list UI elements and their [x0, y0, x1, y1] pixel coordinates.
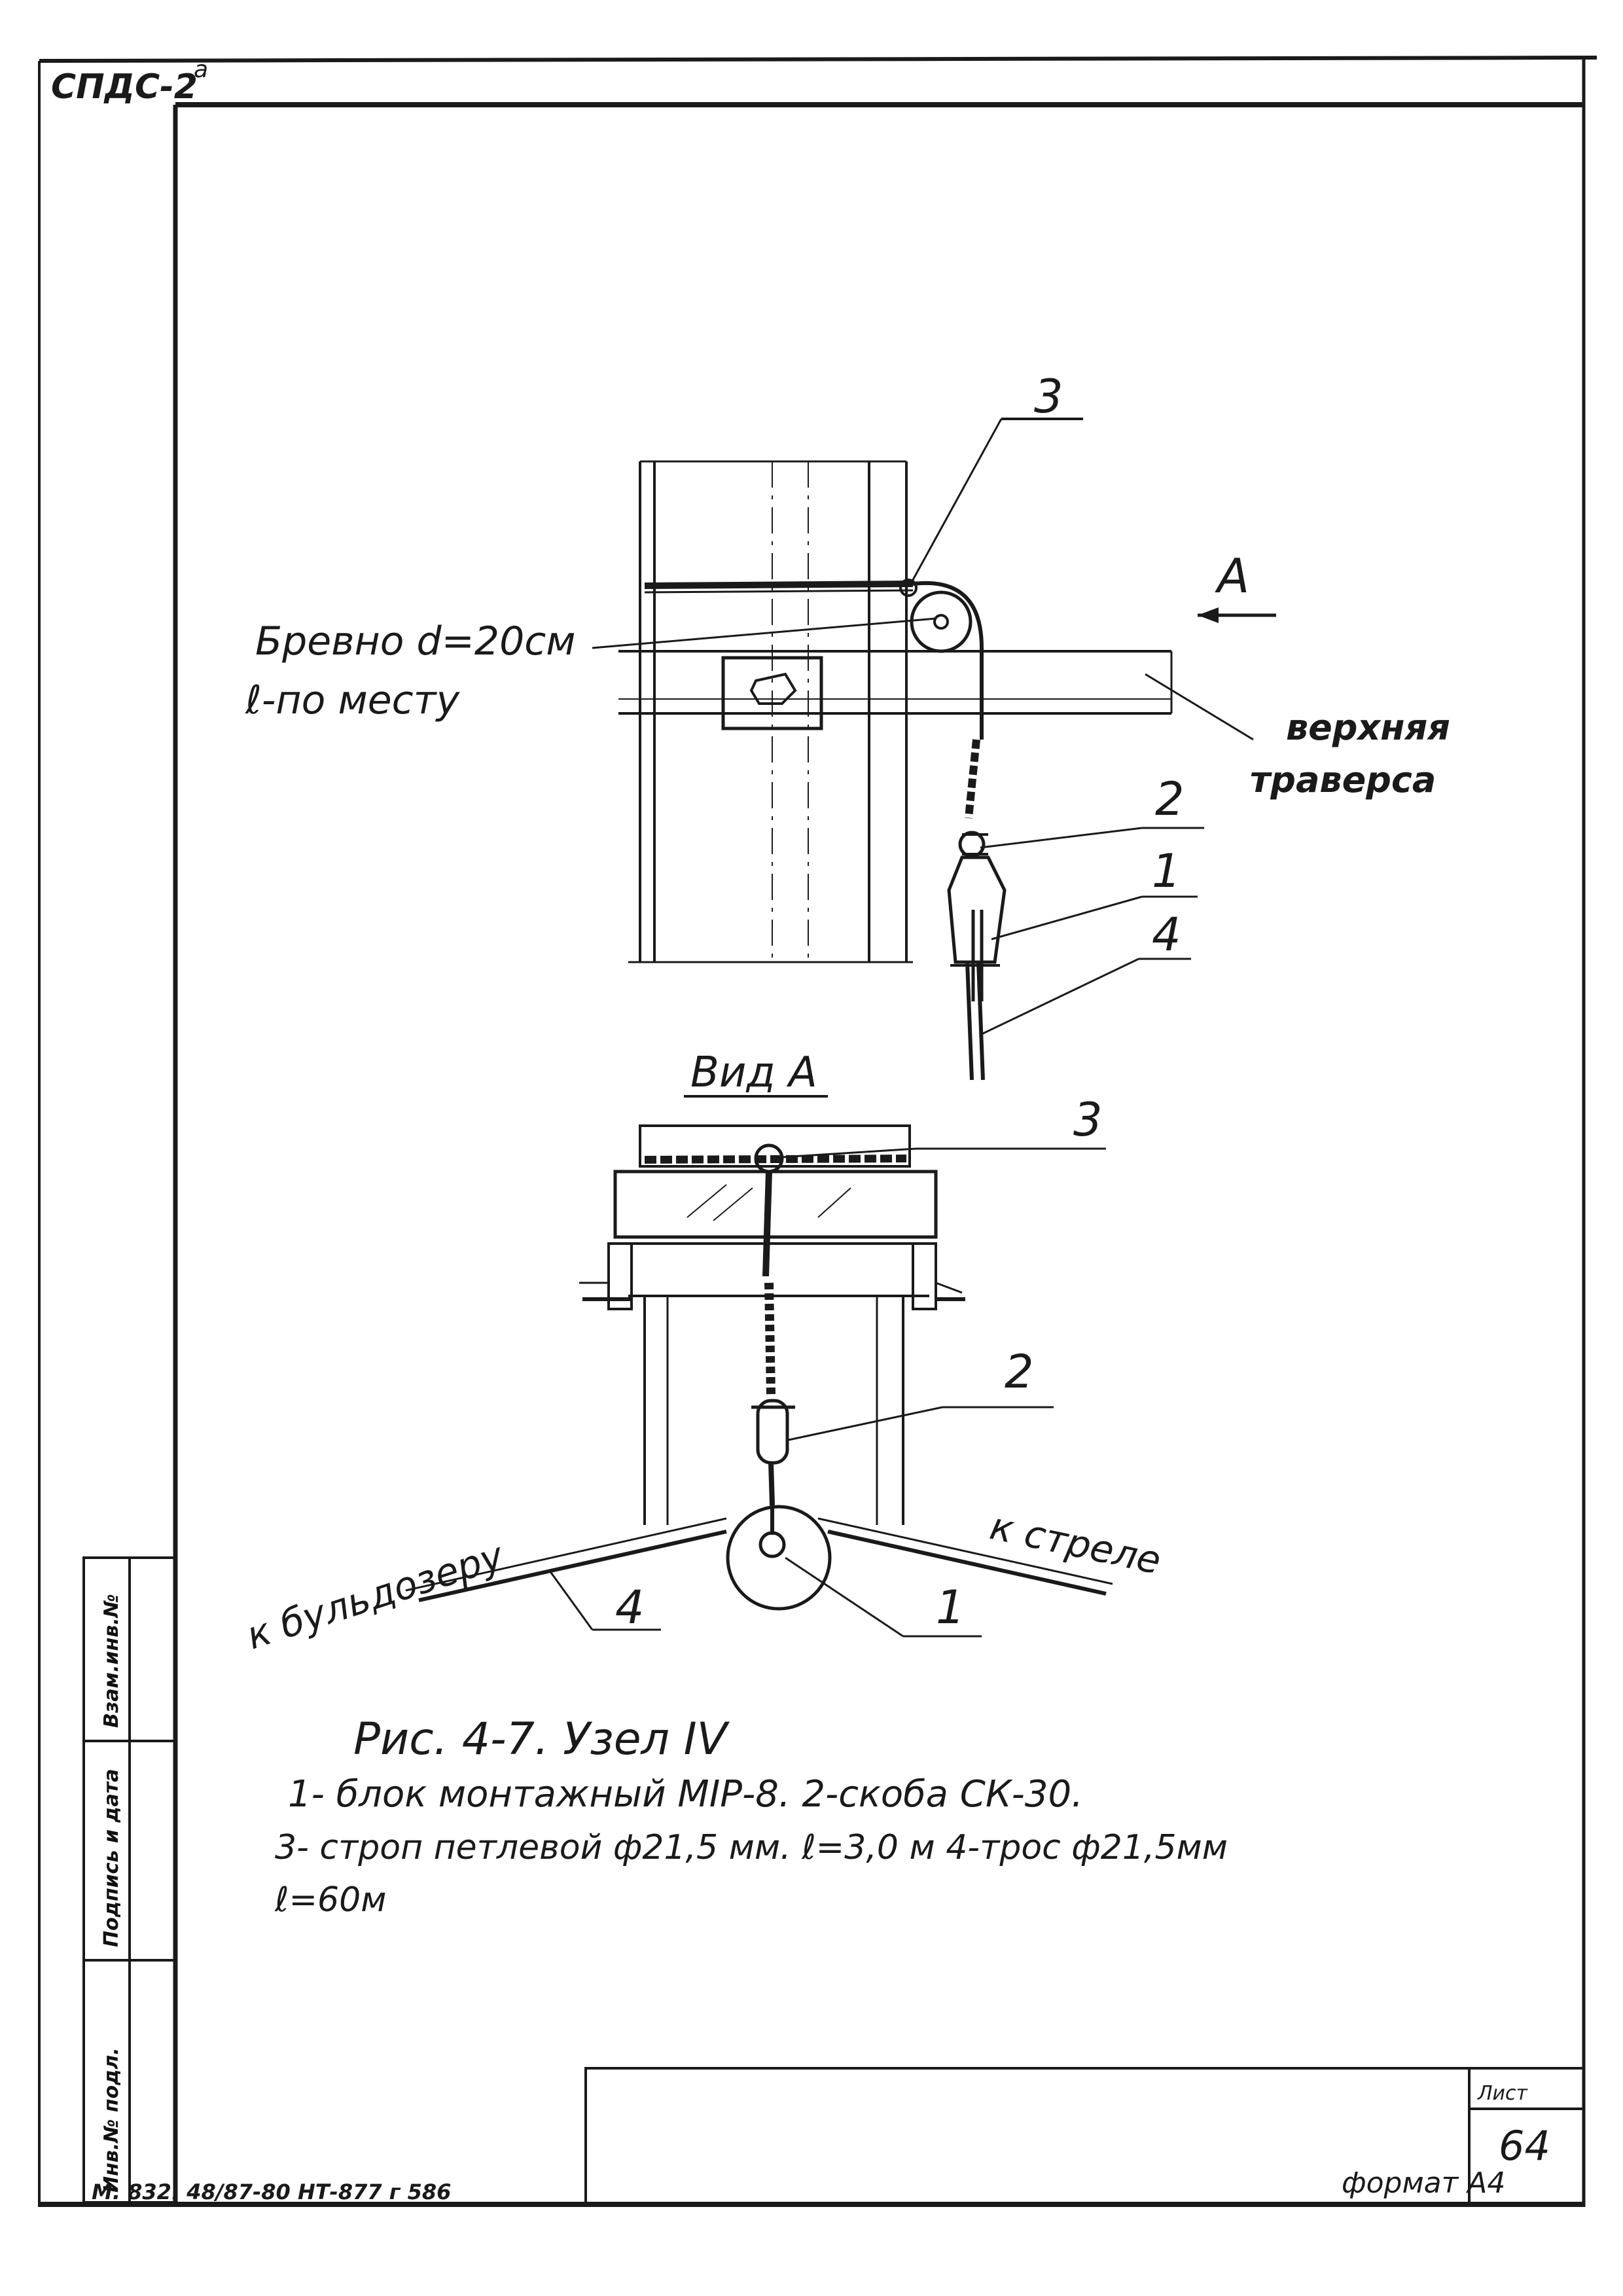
- view-a: [405, 1124, 1113, 1638]
- sheet-label: Лист: [1477, 2082, 1529, 2105]
- label-log: Бревно d=20см: [255, 619, 576, 664]
- stamp-podpis-data: Подпись и дата: [100, 1769, 123, 1947]
- label-to-bulldozer: к бульдозеру: [241, 1533, 509, 1658]
- arrow-a-label: А: [1215, 548, 1249, 603]
- pos-2-bottom: 2: [1005, 1345, 1034, 1399]
- format-label: формат А4: [1342, 2166, 1505, 2200]
- pos-3-bottom: 3: [1073, 1093, 1103, 1147]
- title-block: [584, 2067, 1585, 2206]
- pos-4-top: 4: [1152, 908, 1181, 961]
- caption-line-1: 1- блок монтажный МIР-8. 2-скоба СК-30.: [288, 1773, 1083, 1816]
- stamp-inv-podl: Инв.№ подл.: [100, 2047, 123, 2193]
- label-traverse-2: траверса: [1250, 759, 1436, 800]
- view-a-label: Вид А: [690, 1049, 817, 1097]
- caption-title: Рис. 4-7. Узел IV: [353, 1713, 730, 1765]
- stamp-vzam-inv: Взам.инв.№: [100, 1594, 123, 1728]
- series-code: СПДС-2: [51, 67, 198, 107]
- caption-line-3: ℓ=60м: [274, 1880, 386, 1920]
- sheet-number: 64: [1499, 2122, 1550, 2170]
- drawing-frame: [38, 56, 1597, 2207]
- pos-1-top: 1: [1152, 844, 1181, 898]
- caption-line-2: 3- строп петлевой ф21,5 мм. ℓ=3,0 м 4-тр…: [275, 1828, 1228, 1867]
- top-view: [592, 418, 1276, 1081]
- pos-3-top: 3: [1034, 370, 1063, 423]
- side-stamp: [82, 1556, 177, 2204]
- pos-2-top: 2: [1155, 772, 1185, 826]
- label-log-length: ℓ-по месту: [245, 677, 461, 723]
- bottom-code: М. 832. 48/87-80 НТ-877 г 586: [92, 2179, 451, 2204]
- pos-1-bottom: 1: [936, 1581, 965, 1634]
- pos-4-bottom: 4: [615, 1581, 645, 1634]
- series-suffix: а: [194, 56, 208, 83]
- label-traverse-1: верхняя: [1286, 707, 1450, 748]
